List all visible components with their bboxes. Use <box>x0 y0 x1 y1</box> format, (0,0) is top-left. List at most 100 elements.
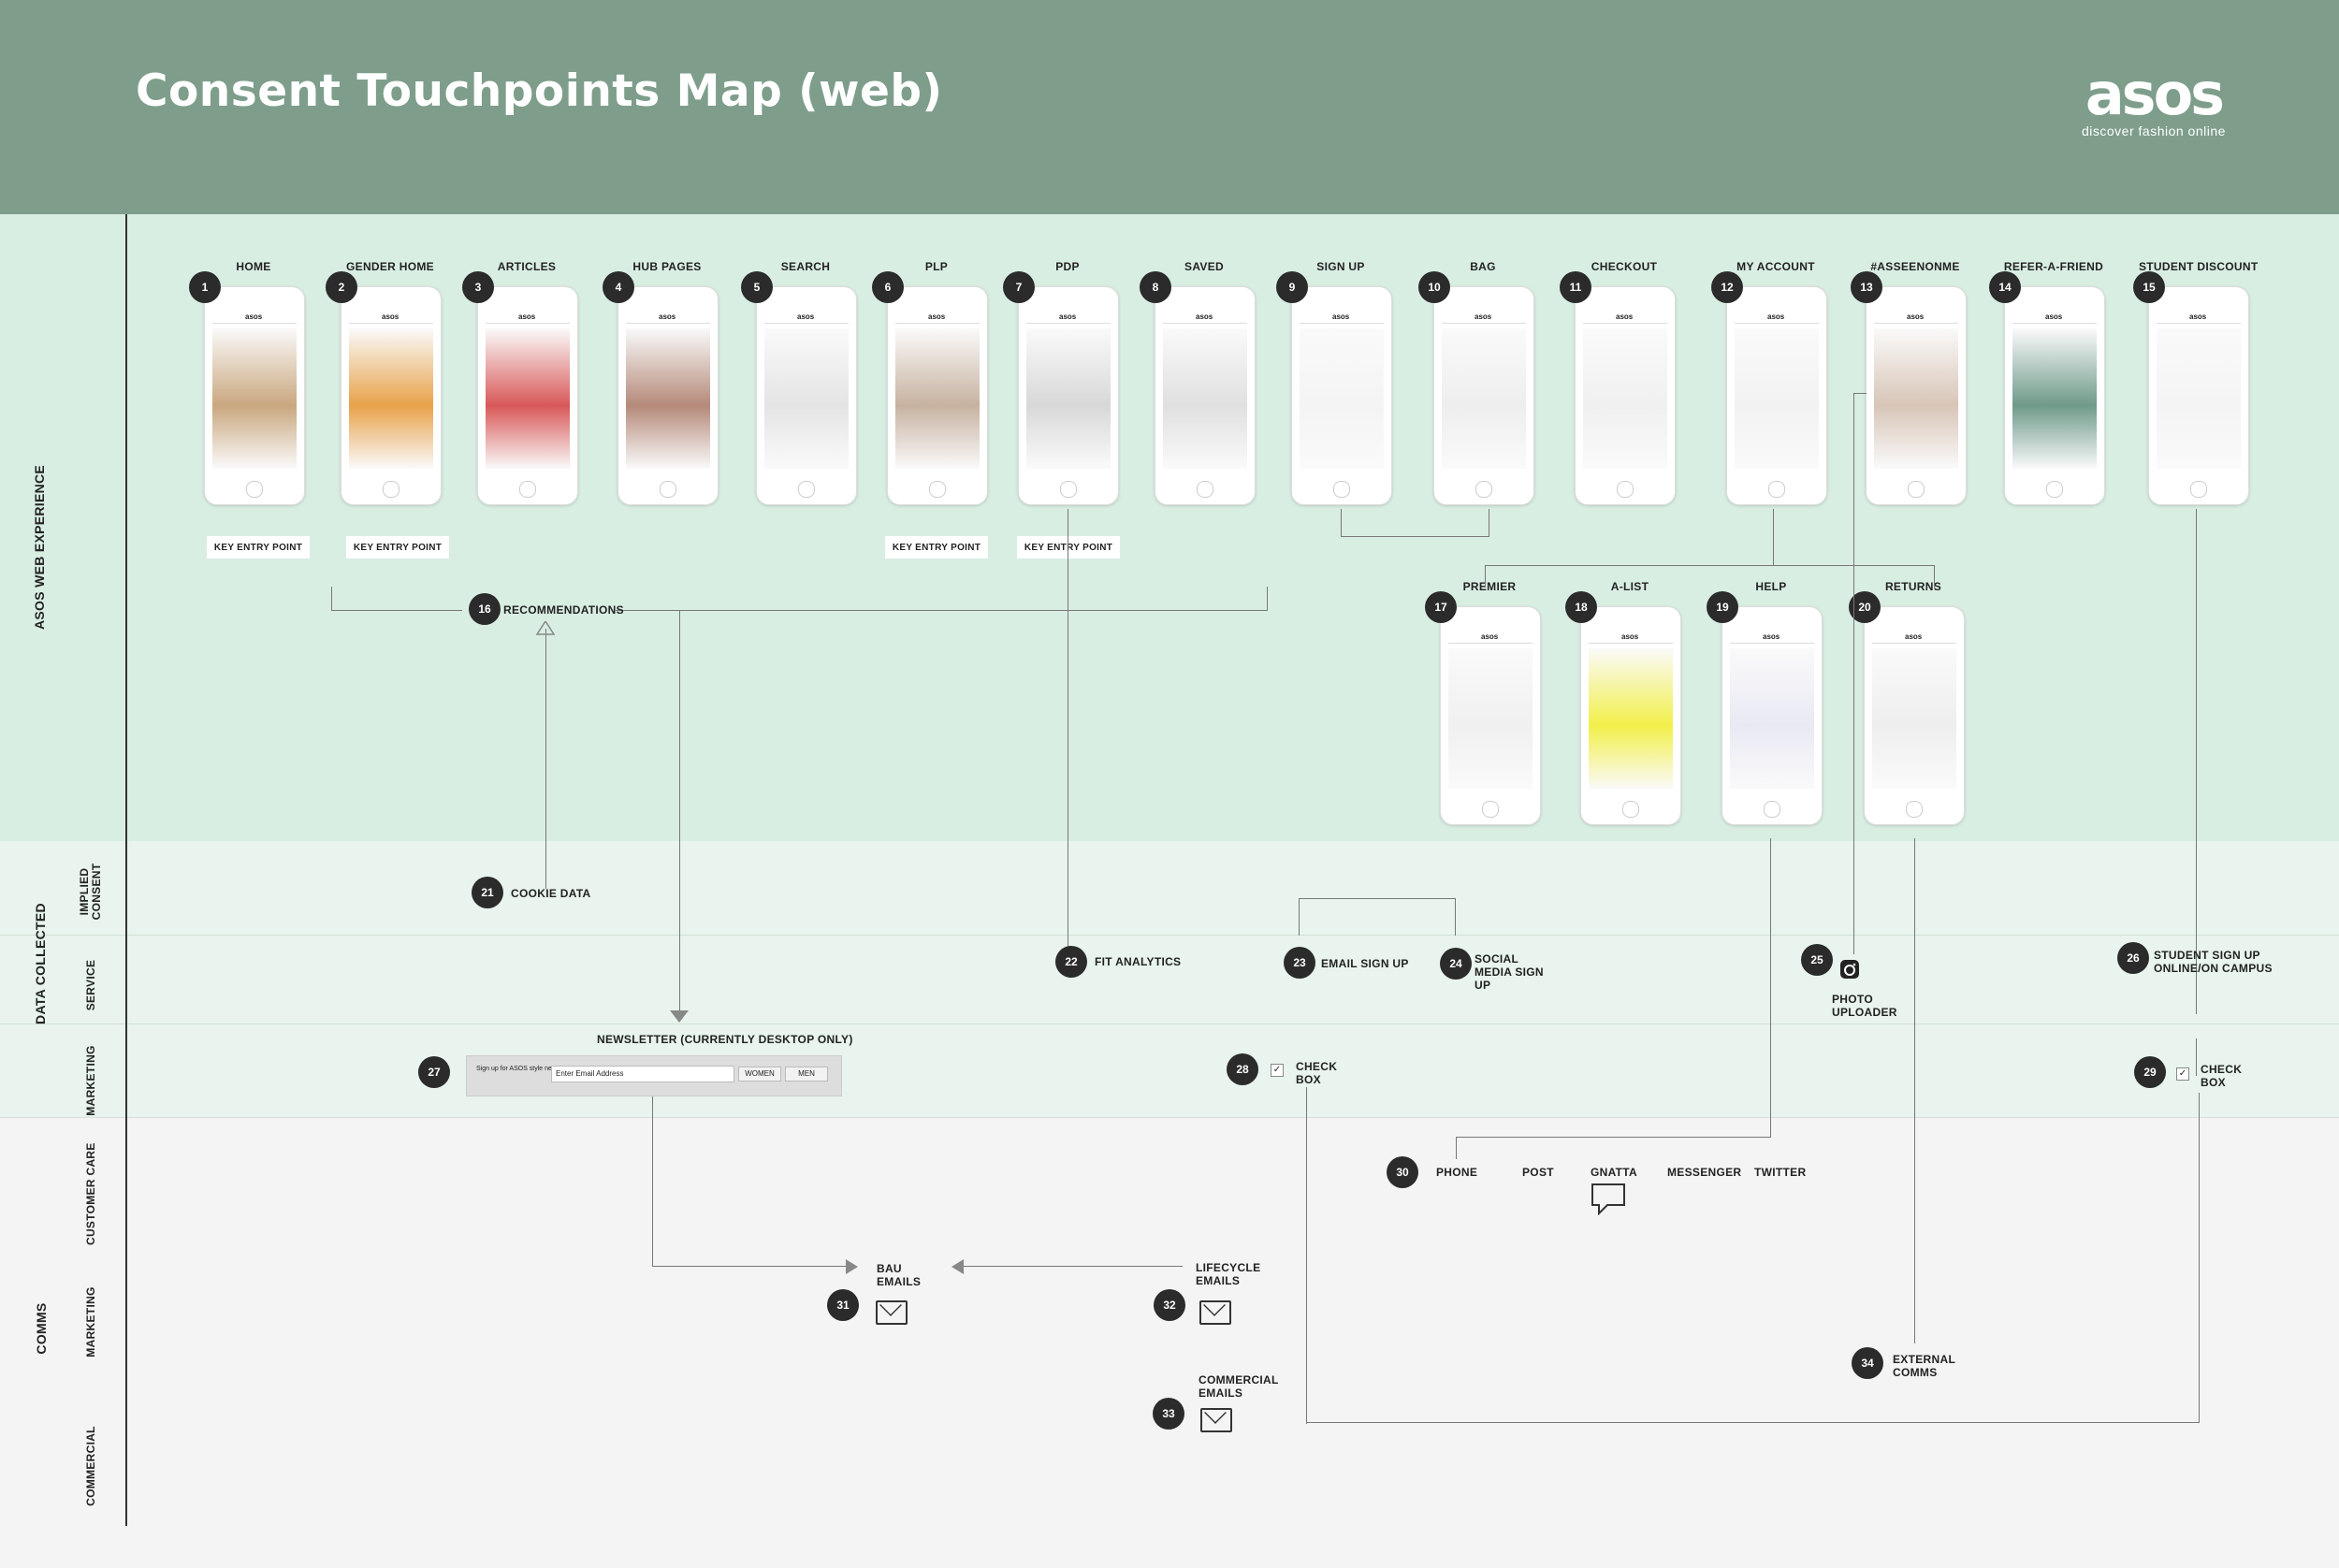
phone-home-button <box>1482 801 1499 818</box>
phone-home-button <box>2046 481 2063 498</box>
phone-screen <box>1448 648 1533 789</box>
phone-home-button <box>1617 481 1634 498</box>
connector <box>1341 509 1342 537</box>
sub-screen-18-number: 18 <box>1565 591 1597 623</box>
screen-11-number: 11 <box>1560 271 1591 303</box>
connector <box>616 610 1268 611</box>
phone-screen <box>895 328 980 469</box>
newsletter-women-button[interactable]: WOMEN <box>738 1067 781 1082</box>
phone-brand: asos <box>1332 312 1350 321</box>
node-23-label: EMAIL SIGN UP <box>1321 957 1409 970</box>
screen-3-label: ARTICLES <box>497 260 557 273</box>
connector <box>1306 1422 2199 1423</box>
care-channel-messenger: MESSENGER <box>1667 1166 1742 1179</box>
phone-home-button <box>519 481 536 498</box>
screen-15-phone-mockup: asos <box>2148 286 2249 505</box>
sub-screen-18-phone-mockup: asos <box>1580 606 1681 825</box>
connector <box>1456 1137 1457 1159</box>
phone-screen <box>764 328 849 469</box>
phone-screen <box>212 328 297 469</box>
phone-navbar: asos <box>1026 312 1111 324</box>
phone-brand: asos <box>1059 312 1077 321</box>
connector <box>679 610 680 1022</box>
phone-brand: asos <box>797 312 815 321</box>
sub-label-marketing: MARKETING <box>84 1286 97 1357</box>
node-30-number: 30 <box>1387 1156 1418 1188</box>
node-16-label: RECOMMENDATIONS <box>503 603 624 617</box>
screen-10-label: BAG <box>1470 260 1496 273</box>
phone-brand: asos <box>2045 312 2063 321</box>
node-34-label: EXTERNAL COMMS <box>1893 1353 1955 1379</box>
phone-brand: asos <box>1621 632 1639 641</box>
phone-brand: asos <box>1475 312 1492 321</box>
camera-icon <box>1840 960 1859 979</box>
phone-screen <box>486 328 570 469</box>
node-26-number: 26 <box>2117 942 2149 974</box>
node-27-number: 27 <box>418 1056 450 1088</box>
phone-navbar: asos <box>1874 312 1958 324</box>
newsletter-men-button[interactable]: MEN <box>785 1067 828 1082</box>
screen-10-phone-mockup: asos <box>1433 286 1534 505</box>
connector <box>1770 838 1771 1138</box>
screen-5-phone-mockup: asos <box>756 286 857 505</box>
screen-1-number: 1 <box>189 271 221 303</box>
divider <box>0 935 2339 936</box>
mail-icon <box>1199 1300 1231 1325</box>
connector <box>2199 1093 2200 1423</box>
node-34-number: 34 <box>1852 1347 1883 1379</box>
sub-label-implied: IMPLIED CONSENT <box>78 863 103 921</box>
phone-navbar: asos <box>1583 312 1667 324</box>
phone-home-button <box>1622 801 1639 818</box>
mail-icon <box>1200 1408 1232 1432</box>
node-27-label: NEWSLETTER (CURRENTLY DESKTOP ONLY) <box>597 1033 853 1046</box>
phone-navbar: asos <box>626 312 710 324</box>
phone-screen <box>1874 328 1958 469</box>
screen-2-phone-mockup: asos <box>341 286 442 505</box>
screen-14-label: REFER-A-FRIEND <box>2003 260 2104 273</box>
phone-home-button <box>1333 481 1350 498</box>
phone-brand: asos <box>928 312 946 321</box>
sub-screen-20-label: RETURNS <box>1884 580 1942 593</box>
phone-navbar: asos <box>1448 632 1533 644</box>
phone-brand: asos <box>2189 312 2207 321</box>
connector <box>545 629 546 889</box>
section-label-web: ASOS WEB EXPERIENCE <box>32 464 47 630</box>
screen-7-number: 7 <box>1003 271 1035 303</box>
node-25-number: 25 <box>1801 944 1833 976</box>
phone-navbar: asos <box>1872 632 1956 644</box>
key-entry-point-badge: KEY ENTRY POINT <box>1017 536 1120 559</box>
node-22-number: 22 <box>1055 946 1087 978</box>
connector <box>1299 898 1455 899</box>
phone-navbar: asos <box>1300 312 1384 324</box>
node-29-number: 29 <box>2134 1056 2166 1088</box>
connector <box>2196 1038 2197 1076</box>
phone-brand: asos <box>1767 312 1785 321</box>
sub-screen-17-label: PREMIER <box>1462 580 1517 593</box>
phone-brand: asos <box>1196 312 1213 321</box>
phone-home-button <box>1060 481 1077 498</box>
logo-mark: asos <box>2085 60 2225 128</box>
screen-2-number: 2 <box>326 271 357 303</box>
newsletter-email-input[interactable]: Enter Email Address <box>551 1066 734 1082</box>
node-32-number: 32 <box>1154 1289 1185 1321</box>
node-25-label: PHOTO UPLOADER <box>1832 993 1897 1019</box>
key-entry-point-badge: KEY ENTRY POINT <box>207 536 310 559</box>
node-26-label: STUDENT SIGN UP ONLINE/ON CAMPUS <box>2154 949 2273 975</box>
connector <box>1455 898 1456 936</box>
connector <box>1456 1137 1770 1138</box>
connector <box>1341 536 1489 537</box>
connector <box>331 610 462 611</box>
phone-screen <box>1583 328 1667 469</box>
sub-label-commercial: COMMERCIAL <box>84 1426 97 1506</box>
node-33-number: 33 <box>1153 1398 1184 1430</box>
node-33-label: COMMERCIAL EMAILS <box>1199 1373 1279 1400</box>
screen-9-phone-mockup: asos <box>1291 286 1392 505</box>
screen-14-phone-mockup: asos <box>2004 286 2105 505</box>
phone-home-button <box>660 481 676 498</box>
phone-brand: asos <box>1905 632 1923 641</box>
screen-6-phone-mockup: asos <box>887 286 988 505</box>
phone-home-button <box>1197 481 1213 498</box>
screen-12-number: 12 <box>1711 271 1743 303</box>
logo-tagline: discover fashion online <box>2082 123 2226 138</box>
divider <box>0 1117 2339 1118</box>
